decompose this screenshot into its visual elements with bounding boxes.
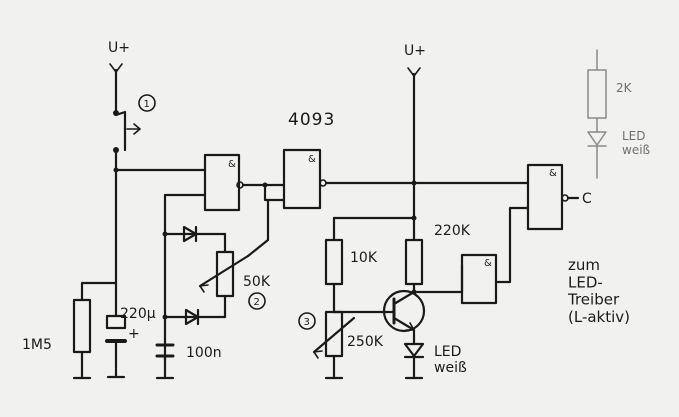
resistor-10k xyxy=(324,238,344,286)
resistor-1m5-label: 1M5 xyxy=(22,337,52,353)
resistor-2k xyxy=(587,69,607,119)
supply-right-label: U+ xyxy=(404,43,426,59)
pot-50k-marker-circle xyxy=(248,292,266,310)
switch-marker-circle xyxy=(138,94,156,112)
switch-push-arrow xyxy=(126,123,141,135)
diode-lower xyxy=(184,308,200,326)
pot-250k-marker-circle xyxy=(298,312,316,330)
capacitor-plus-sign: + xyxy=(128,326,140,342)
potentiometer-250k-label: 250K xyxy=(347,334,384,350)
resistor-220k xyxy=(404,238,424,286)
gate-1-symbol: & xyxy=(228,159,236,170)
gate-3-symbol: & xyxy=(484,258,492,269)
pot-250k-marker: 3 xyxy=(304,317,310,328)
potentiometer-50k-label: 50K xyxy=(243,274,271,290)
resistor-220k-label: 220K xyxy=(434,223,471,239)
capacitor-220u-label: 220µ xyxy=(120,306,156,322)
led-white-bottom xyxy=(403,342,425,358)
switch-marker: 1 xyxy=(144,99,150,110)
switch-contact xyxy=(114,110,127,152)
pot-50k-marker: 2 xyxy=(254,297,260,308)
npn-transistor xyxy=(382,289,426,333)
diode-upper xyxy=(182,225,198,243)
gate-4-symbol: & xyxy=(549,168,557,179)
resistor-2k-label: 2K xyxy=(616,81,633,95)
nand-gate-4 xyxy=(526,163,564,231)
gate-2-symbol: & xyxy=(308,154,316,165)
supply-left-label: U+ xyxy=(108,40,130,56)
capacitor-220u xyxy=(105,314,127,330)
gate-output-label: C xyxy=(582,191,592,207)
resistor-1m5 xyxy=(72,298,92,354)
resistor-10k-label: 10K xyxy=(350,250,378,266)
nand-gate-2 xyxy=(282,148,322,210)
capacitor-100n-label: 100n xyxy=(186,345,222,361)
led-white-top xyxy=(587,131,607,146)
ic-4093-label: 4093 xyxy=(288,110,335,130)
